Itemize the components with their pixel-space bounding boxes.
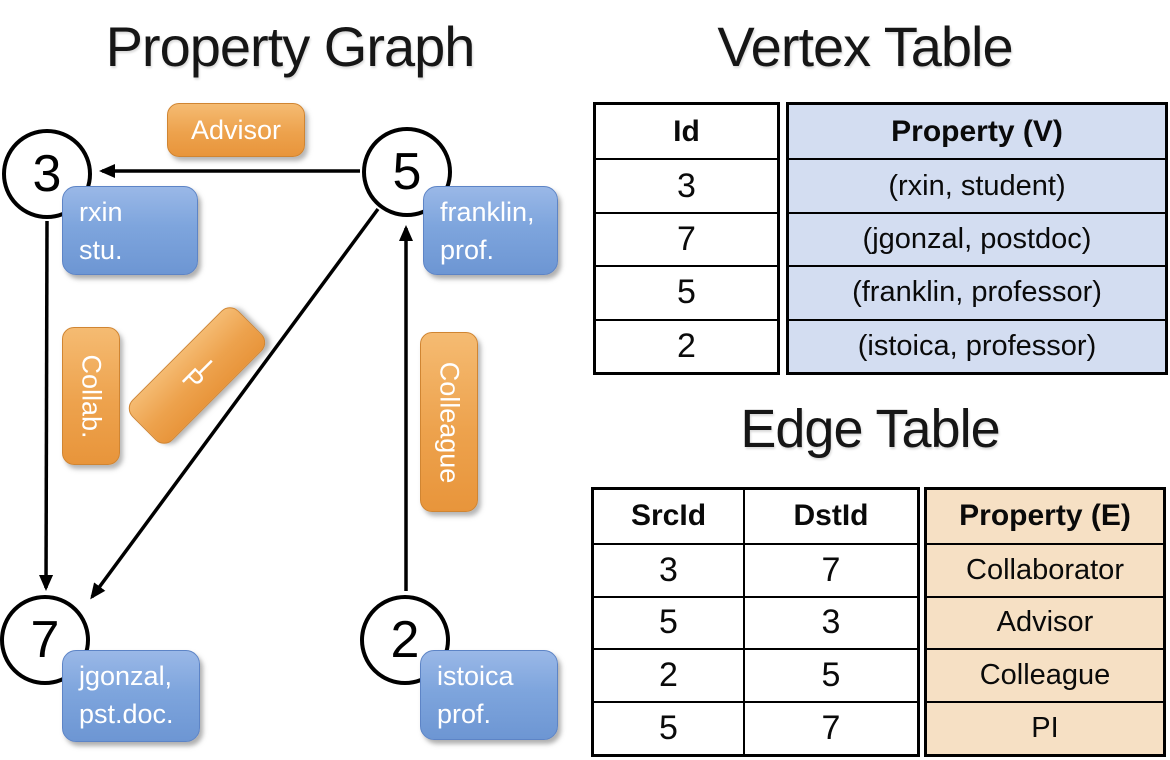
edge-table-srcid-cell: 2 <box>594 648 745 702</box>
vertex-property-box-istoica: istoica prof. <box>420 650 558 740</box>
edge-table-header-srcid: SrcId <box>594 490 745 543</box>
node-id-label: 3 <box>32 145 62 203</box>
vertex-table-property-cell: (franklin, professor) <box>789 265 1165 318</box>
vertex-property-line: pst.doc. <box>79 698 174 729</box>
edge-label-text: Colleague <box>434 361 465 483</box>
edge-table-property-cell: Colleague <box>927 648 1163 701</box>
edge-table-property-column: Property (E) Collaborator Advisor Collea… <box>924 487 1166 757</box>
edge-table-dstid-cell: 7 <box>745 701 917 754</box>
vertex-table-property-cell: (istoica, professor) <box>789 318 1165 372</box>
node-id-label: 7 <box>30 611 60 669</box>
vertex-property-line: prof. <box>440 234 495 265</box>
vertex-property-box-franklin: franklin, prof. <box>423 186 558 275</box>
edge-label-text: Advisor <box>190 114 282 145</box>
edge-table-header-property: Property (E) <box>959 499 1131 533</box>
edge-table-title: Edge Table <box>740 399 1000 459</box>
edge-label-collab: Collab. <box>62 327 120 465</box>
edge-table-dstid-cell: 3 <box>745 595 917 649</box>
edge-table-property-cell: Collaborator <box>927 542 1163 596</box>
vertex-property-line: prof. <box>437 698 492 729</box>
edge-table-property-cell: PI <box>927 701 1163 754</box>
vertex-table-id-cell: 3 <box>596 158 777 211</box>
vertex-table-header-id: Id <box>673 114 700 148</box>
graph-node-5: 5 <box>362 127 452 217</box>
edge-label-colleague: Colleague <box>420 332 478 512</box>
vertex-table-id-column: Id 3 7 5 2 <box>593 102 780 375</box>
edge-table-srcid-cell: 5 <box>594 595 745 649</box>
edge-table-dstid-cell: 5 <box>745 648 917 701</box>
edge-label-text: Collab. <box>76 353 107 439</box>
vertex-table-id-cell: 5 <box>596 265 777 318</box>
vertex-property-box-jgonzal: jgonzal, pst.doc. <box>62 650 200 742</box>
edge-label-advisor: Advisor <box>167 103 305 157</box>
edge-arrow-5-to-7 <box>90 207 380 600</box>
vertex-table-property-cell: (jgonzal, postdoc) <box>789 211 1165 265</box>
vertex-table-title: Vertex Table <box>717 15 1013 78</box>
edge-table-srcid-cell: 5 <box>594 701 745 754</box>
edge-table-dstid-cell: 7 <box>745 542 917 596</box>
vertex-property-box-rxin: rxin stu. <box>62 186 198 275</box>
vertex-table-property-column: Property (V) (rxin, student) (jgonzal, p… <box>786 102 1168 375</box>
edge-arrow-3-to-7 <box>39 220 54 591</box>
graph-node-2: 2 <box>360 595 450 685</box>
node-id-label: 2 <box>390 611 420 669</box>
property-graph-diagram: 3 5 7 2 rxin stu. franklin, prof. jgonza… <box>0 103 558 742</box>
vertex-table-id-cell: 2 <box>596 318 777 372</box>
vertex-table-property-cell: (rxin, student) <box>789 158 1165 211</box>
node-id-label: 5 <box>392 143 422 201</box>
edge-table-srcid-cell: 3 <box>594 542 745 596</box>
vertex-property-line: franklin, <box>440 197 535 227</box>
vertex-property-line: stu. <box>79 234 123 265</box>
vertex-property-line: istoica <box>437 661 514 691</box>
graph-edges-svg <box>39 164 413 600</box>
vertex-property-line: rxin <box>79 197 123 227</box>
vertex-table-id-cell: 7 <box>596 211 777 265</box>
vertex-table-header-property: Property (V) <box>891 114 1063 148</box>
edge-table-property-cell: Advisor <box>927 595 1163 649</box>
property-graph-title: Property Graph <box>105 15 476 78</box>
edge-table-id-columns: SrcId DstId 3 7 5 3 2 5 5 7 <box>591 487 920 757</box>
vertex-property-line: jgonzal, <box>79 661 173 691</box>
edge-table-header-dstid: DstId <box>793 499 869 533</box>
